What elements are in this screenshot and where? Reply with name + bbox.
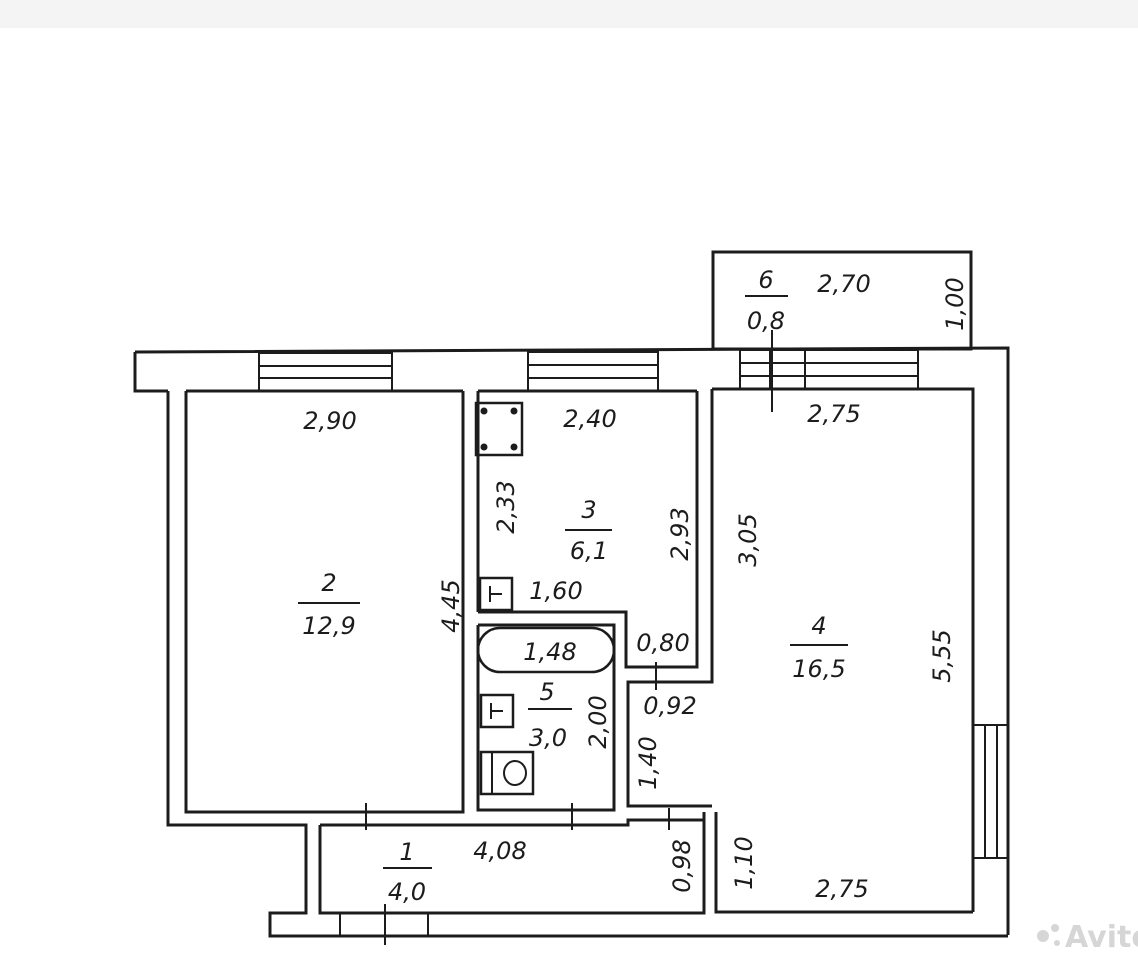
dim-kitchen-width: 2,40 [563, 405, 616, 433]
dim-room4-bottom: 2,75 [815, 875, 868, 903]
balcony-door-window [739, 349, 919, 390]
dim-hall-length: 4,08 [473, 837, 526, 865]
dim-room2-length: 4,45 [437, 579, 465, 632]
watermark-dots-icon [1037, 930, 1049, 942]
room4-number: 4 [811, 612, 826, 640]
kitchen-sink-icon [478, 576, 514, 612]
room1-number: 1 [399, 838, 414, 866]
dim-niche-width: 0,80 [636, 629, 689, 657]
stove-icon [474, 401, 524, 457]
room-label-bars [298, 295, 848, 869]
kitchen-bottom-wall [478, 391, 699, 669]
dim-room4-left-upper: 3,05 [734, 513, 762, 566]
dim-room4-left-lower: 1,10 [730, 836, 758, 889]
window-kitchen [527, 351, 659, 392]
outer-left-wall [166, 391, 1008, 938]
dim-room4-right: 5,55 [928, 629, 956, 682]
room3-area: 6,1 [570, 537, 608, 565]
room3-number: 3 [581, 496, 596, 524]
hall-walls [318, 812, 706, 915]
scan-shadow [0, 0, 1138, 28]
dim-kitchen-right: 2,93 [666, 507, 694, 560]
dim-corridor-side: 1,40 [634, 736, 662, 789]
room4-bottom-wall [714, 812, 973, 914]
dim-bath-tub: 1,48 [523, 638, 576, 666]
room1-area: 4,0 [388, 878, 426, 906]
entrance-door [339, 904, 429, 945]
dim-room2-width: 2,90 [303, 407, 356, 435]
window-room4 [972, 724, 1009, 859]
bathtub-icon [476, 626, 616, 674]
avito-watermark: Avito [1037, 920, 1138, 955]
room4-left-wall [626, 389, 714, 808]
dim-niche-step: 0,92 [643, 692, 696, 720]
bathroom-walls [476, 623, 616, 812]
dim-kitchen-bottom: 1,60 [529, 577, 582, 605]
window-room2 [258, 352, 393, 392]
dim-balcony-width: 2,70 [817, 270, 870, 298]
room5-number: 5 [539, 678, 554, 706]
room4-area: 16,5 [792, 655, 845, 683]
room2-number: 2 [321, 569, 336, 597]
room5-area: 3,0 [529, 724, 567, 752]
watermark-text: Avito [1065, 920, 1138, 955]
door-marks [365, 330, 773, 830]
dim-kitchen-left: 2,33 [492, 480, 520, 533]
toilet-icon [479, 750, 535, 796]
room6-area: 0,8 [747, 307, 785, 335]
room2-area: 12,9 [302, 612, 355, 640]
dim-bath-height: 2,00 [584, 695, 612, 748]
dim-balcony-depth: 1,00 [941, 277, 969, 330]
dim-hall-depth: 0,98 [668, 839, 696, 892]
dim-room4-top: 2,75 [807, 400, 860, 428]
hall-top-wall [320, 818, 704, 827]
room6-number: 6 [758, 266, 773, 294]
bathroom-sink-icon [479, 693, 515, 729]
